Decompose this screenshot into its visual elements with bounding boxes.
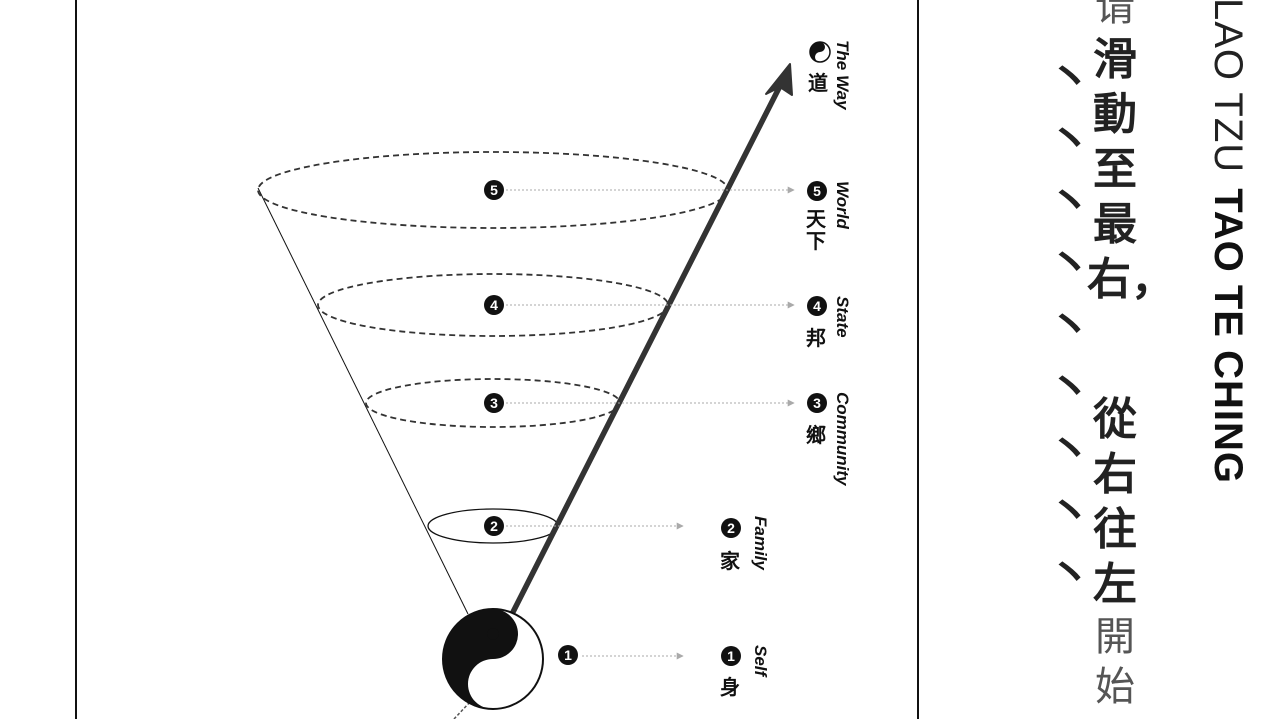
label-badge-self: 1: [721, 646, 741, 666]
label-badge-world: 5: [807, 181, 827, 201]
badge-state: 4: [484, 295, 504, 315]
the-way-yin-yang-icon: [809, 41, 831, 63]
badge-world: 5: [484, 180, 504, 200]
yin-yang-icon: [442, 608, 544, 710]
title-author: LAO TZU: [1206, 0, 1250, 174]
instruction-bottom-chars: 開始: [1095, 614, 1135, 710]
book-title: LAO TZU TAO TE CHING: [1205, 0, 1250, 484]
label-zh-community: 鄉: [806, 423, 826, 447]
label-badge-community: 3: [807, 393, 827, 413]
label-zh-world: 天下: [806, 207, 826, 253]
label-zh-self: 身: [720, 675, 740, 699]
cone-left-side: [257, 187, 469, 615]
instruction-stroke-column: 丶丶丶丶丶丶丶丶丶: [1048, 48, 1104, 606]
instruction-bold-left: 從右往左: [1093, 394, 1137, 610]
label-en-self: Self: [751, 645, 770, 677]
the-way-arrow: [509, 83, 783, 617]
label-en-family: Family: [751, 516, 770, 570]
label-en-community: Community: [833, 392, 852, 486]
instruction-right-column: 请 滑動至最右，: [1087, 0, 1175, 307]
label-zh-state: 邦: [806, 326, 826, 350]
label-badge-family: 2: [721, 518, 741, 538]
label-en-world: World: [833, 181, 852, 229]
label-zh-family: 家: [720, 549, 740, 573]
instruction-top-char: 请: [1095, 0, 1135, 30]
label-badge-state: 4: [807, 296, 827, 316]
badge-self: 1: [558, 645, 578, 665]
title-book: TAO TE CHING: [1206, 188, 1250, 484]
label-zh-the-way: 道: [808, 71, 828, 95]
instruction-strokes: 丶丶丶丶丶丶丶丶丶: [1048, 53, 1092, 600]
the-way-arrowhead: [765, 63, 793, 96]
label-en-the-way: The Way: [833, 40, 852, 110]
bottom-dashed-arrow: [453, 701, 471, 719]
badge-family: 2: [484, 516, 504, 536]
label-en-state: State: [833, 296, 852, 338]
instruction-bold-right: 滑動至最右，: [1087, 34, 1175, 305]
instruction-left-column: 從右往左 開始: [1087, 392, 1143, 712]
badge-community: 3: [484, 393, 504, 413]
